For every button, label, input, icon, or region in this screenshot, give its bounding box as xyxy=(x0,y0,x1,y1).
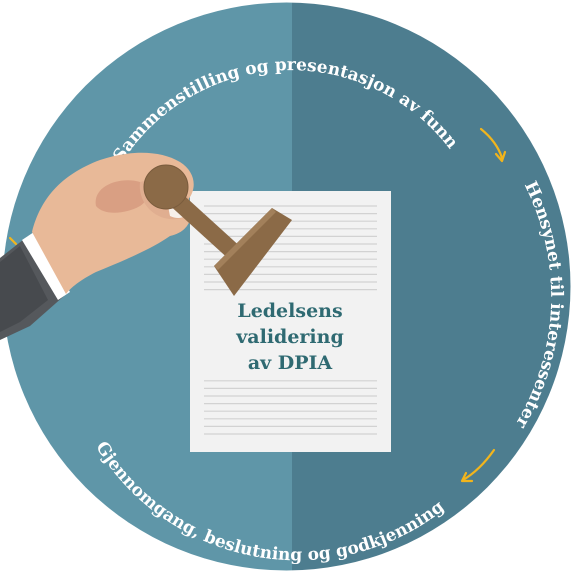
center-title-line2: validering xyxy=(236,326,344,348)
stamp-icon xyxy=(143,164,292,296)
arrow-icon xyxy=(8,236,18,246)
center-title-line1: Ledelsens xyxy=(237,300,343,322)
arrow-icon xyxy=(460,448,496,483)
center-title-line3: av DPIA xyxy=(247,352,333,374)
center-title: Ledelsens validering av DPIA xyxy=(190,298,390,376)
arrow-icon xyxy=(479,127,507,163)
